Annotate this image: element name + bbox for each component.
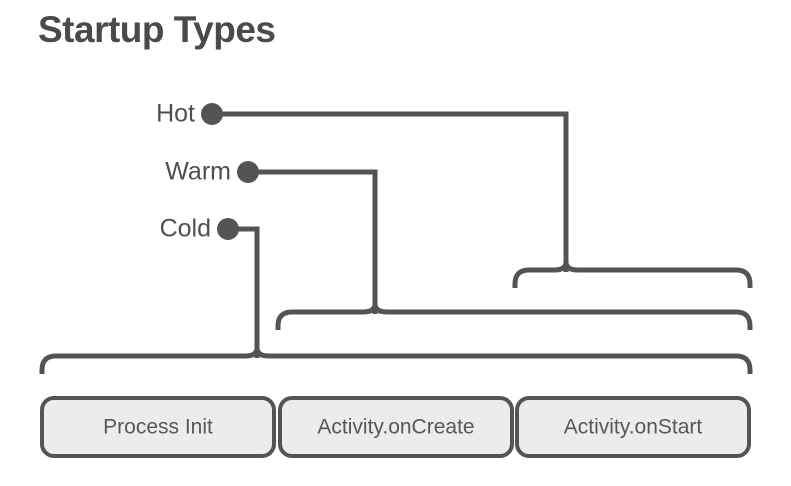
stage-box-rect[interactable] — [278, 396, 514, 458]
row-label-hot: Hot — [156, 100, 195, 128]
page-title: Startup Types — [38, 9, 276, 50]
stage-box-rect[interactable] — [515, 396, 751, 458]
row-dot-warm — [237, 161, 259, 183]
stage-box-label: Activity.onCreate — [317, 416, 474, 439]
row-dot-hot — [201, 103, 223, 125]
stage-box-label: Activity.onStart — [564, 416, 703, 439]
stage-box-process-init[interactable]: Process Init — [40, 396, 276, 458]
stage-box-activity-oncreate[interactable]: Activity.onCreate — [278, 396, 514, 458]
connector-line-hot — [212, 111, 569, 272]
brace-warm — [275, 301, 753, 330]
row-cold: Cold — [39, 215, 753, 374]
connector-line-cold — [228, 226, 260, 358]
stage-box-label: Process Init — [103, 416, 213, 439]
row-hot: Hot — [156, 100, 753, 288]
row-label-warm: Warm — [165, 158, 231, 186]
stage-box-rect[interactable] — [40, 396, 276, 458]
row-warm: Warm — [165, 158, 753, 330]
row-label-cold: Cold — [160, 215, 211, 243]
stage-box-activity-onstart[interactable]: Activity.onStart — [515, 396, 751, 458]
stage-boxes: Process Init Activity.onCreate Activity.… — [40, 396, 751, 458]
connector-line-warm — [248, 169, 378, 314]
brace-hot — [512, 259, 753, 288]
row-dot-cold — [217, 218, 239, 240]
brace-cold — [39, 345, 753, 374]
